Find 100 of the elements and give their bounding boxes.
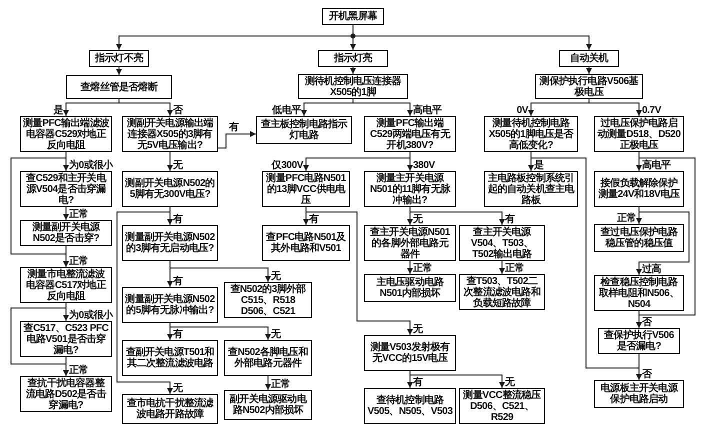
arrow — [116, 206, 173, 394]
process-box: 测量副开关电源N502的3脚有无启动电压? — [122, 225, 218, 261]
edge-label: 0V — [516, 104, 528, 116]
edge-label: 低电平 — [272, 104, 301, 116]
process-box: 测量主开关电源N501的11脚有无脉冲输出? — [364, 171, 456, 207]
arrow — [410, 370, 505, 388]
arrow — [636, 206, 690, 276]
arrow — [167, 152, 173, 172]
arrow — [350, 66, 356, 74]
edge-label: 无 — [413, 214, 423, 224]
edge-label: 为0或很小 — [69, 160, 113, 170]
process-box: 测量PFC输出端滤波电容器C529对地正反向电阻 — [20, 116, 112, 152]
process-box: 接假负载解除保护测量24V和18V电压 — [594, 171, 684, 207]
edge-label: 正常 — [69, 208, 88, 220]
process-box: 测量PFC输出端C529两端电压有无开机380V? — [364, 116, 456, 152]
process-box: 测量V503发射极有无VCC的15V电压 — [364, 335, 456, 371]
process-box: 查熔丝管是否熔断 — [66, 75, 172, 99]
edge-label: 正常 — [505, 262, 524, 274]
edge-label: 0.7V — [642, 104, 661, 116]
edge-label: 380V — [413, 160, 435, 170]
arrow — [116, 66, 122, 76]
arrow — [170, 322, 271, 340]
edge-label: 正常 — [69, 364, 88, 376]
edge-label: 过高 — [642, 264, 662, 274]
edge-label: 无 — [413, 324, 423, 334]
process-box: 过电压保护电路启动测量D518、D520正极电压 — [594, 116, 684, 152]
edge-label: 正常 — [69, 256, 88, 266]
arrow — [636, 354, 642, 380]
edge-label: 有 — [173, 214, 183, 224]
edge-label: 否 — [642, 316, 652, 328]
process-box: 主电路板控制系统引起的自动关机查主电路板 — [484, 171, 578, 207]
edge-label: 高电平 — [413, 104, 442, 116]
arrow — [265, 376, 271, 390]
edge-label: 有 — [309, 214, 319, 224]
process-box: 测副开关电源输出端连接器X505的3脚有无5V电压输出? — [122, 116, 218, 152]
process-box: 查主板控制电路指示灯电路 — [256, 116, 352, 144]
edge-label: 有 — [229, 122, 239, 133]
process-box: 查PFC电路N501及其外电路和V501 — [262, 225, 350, 261]
edge-label: 有 — [413, 376, 423, 388]
process-box: 开机黑屏幕 — [322, 8, 384, 25]
process-box: 测量市电整流滤波电容器C517对地正反向电阻 — [20, 267, 112, 303]
edge-label: 有 — [505, 214, 515, 224]
process-box: 测量待机控制电路X505的1脚电压是否高低变化? — [484, 116, 578, 152]
process-box: 查C529和主开关电源V504是否击穿漏电? — [20, 171, 112, 207]
edge-label: 无 — [505, 376, 515, 388]
process-box: 测副开关电源N502的5脚有无300V电压? — [122, 171, 218, 207]
process-box: 查C517、C523 PFC电路V501是否击穿漏电? — [20, 321, 112, 357]
edge-label: 否 — [642, 368, 652, 380]
arrow — [410, 206, 505, 226]
edge-label: 否 — [173, 104, 183, 116]
process-box: 测保护执行电路V506基极电压 — [535, 74, 643, 99]
process-box: 查N502的3脚外部C515、R518 D506、C521 — [224, 282, 312, 318]
arrow — [306, 206, 413, 336]
process-box: 查副开关电源T501和其二次整流滤波电路 — [122, 340, 218, 376]
edge-label: 高电平 — [642, 160, 671, 170]
process-box: 测量副开关电源N502是否击穿? — [20, 220, 112, 246]
process-box: 测量副开关电源N502的5脚有无脉冲输出? — [122, 287, 218, 323]
process-box: 副开关电源驱动电路N502内部损坏 — [224, 390, 312, 420]
process-box: 查N502各脚电压和外部电路元器件 — [224, 340, 312, 376]
edge-label: 正常 — [413, 262, 432, 274]
process-box: 测量PFC电路N501的13脚VCC供电电压 — [262, 171, 350, 207]
arrow — [63, 356, 69, 376]
process-box: 电源板主开关电源保护电路启动 — [594, 380, 684, 408]
process-box: 自动关机 — [559, 50, 619, 67]
arrow — [63, 206, 69, 220]
process-box: 查抗干扰电容器整流电路D502是否击穿漏电? — [20, 376, 112, 412]
process-box: 查过电压保护电路稳压管的稳压值 — [594, 224, 684, 252]
process-box: 查保护执行V506是否漏电? — [598, 328, 680, 354]
edge-label: 有 — [173, 276, 183, 286]
arrow — [586, 66, 592, 74]
edge-label: 正常 — [271, 378, 290, 390]
process-box: 查主开关电源V504、T503、T502输出电路 — [459, 225, 545, 261]
process-box: 查市电抗干扰整流滤波电路开路故障 — [122, 394, 218, 424]
arrow — [407, 152, 413, 172]
edge-label: 无 — [173, 382, 183, 394]
arrow — [352, 24, 592, 50]
arrow — [499, 260, 505, 274]
process-box: 检查稳压控制电路取样电阻和N506、N504 — [594, 275, 684, 311]
process-box: 测量VCC整流稳压D506、C521、R529 — [459, 388, 545, 424]
edge-label: 无 — [271, 270, 281, 282]
process-box: 查T503、T502二次整流滤波电路和负载短路故障 — [459, 274, 545, 310]
arrow — [407, 260, 413, 274]
process-box: 指示灯亮 — [318, 50, 388, 67]
process-box: 查待机控制电路V505、N505、V503 — [364, 388, 456, 424]
process-box: 测待机控制电压连接器X505的1脚 — [298, 74, 408, 99]
arrow — [636, 310, 642, 328]
edge-label: 有 — [173, 328, 183, 340]
edge-label: 无 — [271, 328, 281, 340]
edge-label: 是 — [53, 104, 63, 116]
edge-label: 仅300V — [272, 160, 303, 170]
edge-label: 正常 — [616, 212, 636, 224]
arrow — [170, 260, 271, 282]
edge-label: 为0或很小 — [69, 310, 113, 320]
arrow — [218, 131, 256, 148]
edge-label: 是 — [534, 160, 544, 170]
process-box: 查主开关电源N501的各脚外部电路元器件 — [364, 225, 456, 261]
edge-label: 无 — [173, 160, 183, 170]
process-box: 主电压驱动电路N501内部损坏 — [364, 274, 456, 302]
arrow — [63, 246, 69, 268]
process-box: 指示灯不亮 — [89, 50, 149, 67]
